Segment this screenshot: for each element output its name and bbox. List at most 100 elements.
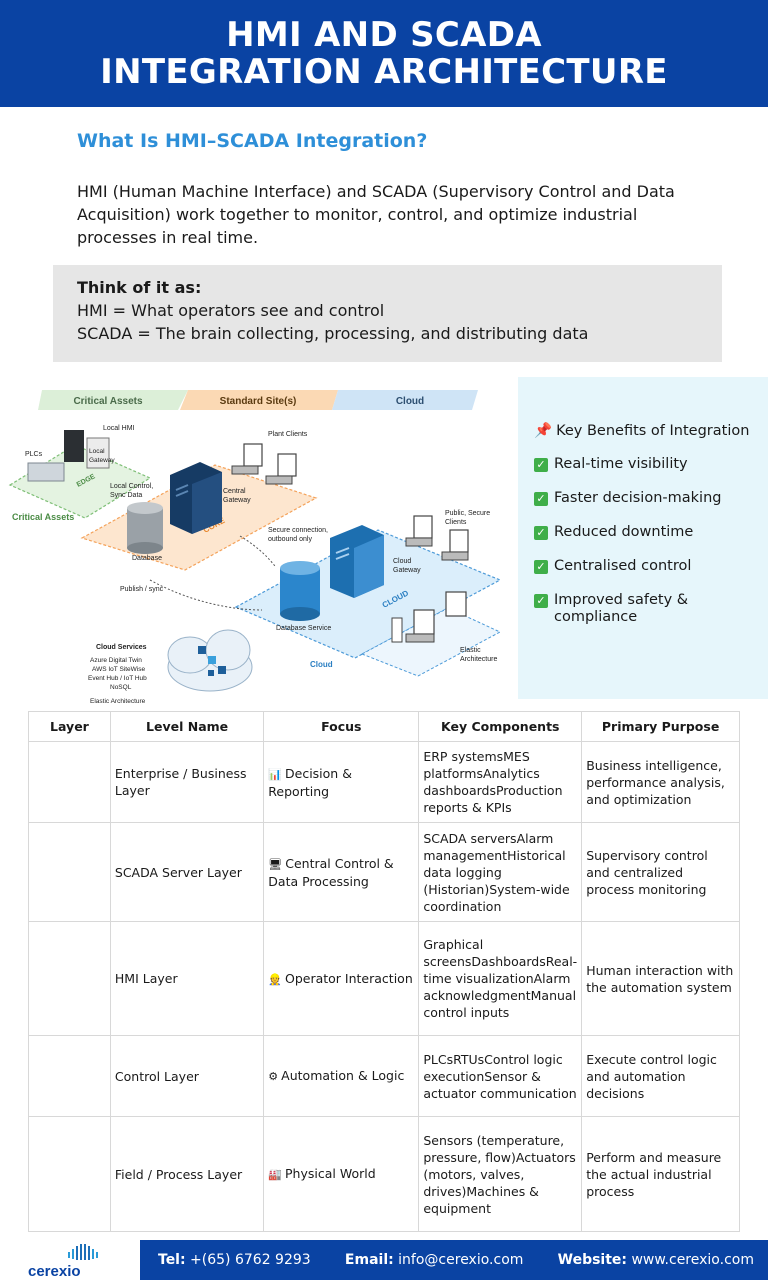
plant-clients-label: Plant Clients xyxy=(268,431,308,438)
central-gateway-label-1: Central xyxy=(223,488,246,495)
factory-icon: 🏭 xyxy=(268,1168,282,1181)
intro-paragraph: HMI (Human Machine Interface) and SCADA … xyxy=(77,182,675,247)
desktop-computer-icon: 🖥 xyxy=(268,857,283,871)
contact-bar: Tel: +(65) 6762 9293 Email: info@cerexio… xyxy=(140,1240,768,1280)
local-gateway-label-2: Gateway xyxy=(89,457,115,464)
cloud-services-icon xyxy=(167,629,253,692)
think-title: Think of it as: xyxy=(77,278,202,297)
central-gateway-server-icon xyxy=(170,462,222,534)
components-cell: Graphical screensDashboardsReal-time vis… xyxy=(418,921,583,1036)
pushpin-icon: 📌 xyxy=(534,423,553,439)
benefit-item: ✓Improved safety & compliance xyxy=(534,592,758,626)
footer: cerexio Tel: +(65) 6762 9293 Email: info… xyxy=(0,1240,768,1280)
tab-cloud xyxy=(332,390,478,410)
benefits-panel: 📌Key Benefits of Integration ✓Real-time … xyxy=(518,377,768,699)
tab-critical-assets xyxy=(38,390,188,410)
elastic-clients-icon xyxy=(391,591,467,643)
cloud-service-item: AWS IoT SiteWise xyxy=(92,666,145,673)
column-header: Level Name xyxy=(109,711,265,742)
gear-icon: ⚙ xyxy=(268,1070,279,1083)
think-line-scada: SCADA = The brain collecting, processing… xyxy=(77,324,589,343)
public-clients-label-2: Clients xyxy=(445,519,467,526)
phone-contact: Tel: +(65) 6762 9293 xyxy=(158,1252,311,1268)
cloud-bottom-label: Cloud xyxy=(310,660,333,669)
check-icon: ✓ xyxy=(534,526,548,540)
layers-table: Layer Level Name Focus Key Components Pr… xyxy=(28,711,740,1232)
database-label: Database xyxy=(132,555,162,562)
cerexio-logo: cerexio xyxy=(28,1244,98,1280)
components-cell: Sensors (temperature, pressure, flow)Act… xyxy=(418,1116,583,1232)
plcs-label: PLCs xyxy=(25,451,43,458)
public-clients-label-1: Public, Secure xyxy=(445,510,490,517)
cloud-services-title: Cloud Services xyxy=(96,644,147,651)
purpose-cell: Execute control logic and automation dec… xyxy=(581,1035,740,1117)
table-row: Enterprise / Business Layer 📊Decision & … xyxy=(28,741,740,823)
logo-mark-icon xyxy=(68,1244,98,1260)
benefit-item: ✓Centralised control xyxy=(534,558,758,575)
local-gateway-device xyxy=(86,437,110,469)
page-title: HMI AND SCADA INTEGRATION ARCHITECTURE xyxy=(100,14,668,92)
table-header-row: Layer Level Name Focus Key Components Pr… xyxy=(28,711,740,742)
column-header: Layer xyxy=(28,711,111,742)
layer-cell xyxy=(28,921,111,1036)
table-row: SCADA Server Layer 🖥Central Control & Da… xyxy=(28,822,740,922)
database-service-icon xyxy=(280,561,320,621)
cloud-service-item: Event Hub / IoT Hub xyxy=(88,675,147,682)
focus-cell: 🏭Physical World xyxy=(263,1116,420,1232)
construction-worker-icon: 👷 xyxy=(268,972,282,986)
elastic-label-2: Architecture xyxy=(460,656,497,663)
components-cell: ERP systemsMES platformsAnalytics dashbo… xyxy=(418,741,583,823)
cloud-service-item: Azure Digital Twin xyxy=(90,657,142,664)
tab-standard-label: Standard Site(s) xyxy=(220,396,297,407)
edge-platform xyxy=(8,444,152,519)
database-icon xyxy=(127,502,163,554)
table-row: HMI Layer 👷Operator Interaction Graphica… xyxy=(28,921,740,1036)
level-name-cell: Enterprise / Business Layer xyxy=(109,741,265,823)
purpose-cell: Human interaction with the automation sy… xyxy=(581,921,740,1036)
plc-rack xyxy=(27,462,65,482)
column-header: Key Components xyxy=(418,711,583,742)
elastic-label-1: Elastic xyxy=(460,647,481,654)
database-service-label: Database Service xyxy=(276,625,331,632)
layer-cell xyxy=(28,1116,111,1232)
secure-connection-label-1: Secure connection, xyxy=(268,527,328,534)
think-line-hmi: HMI = What operators see and control xyxy=(77,301,385,320)
publish-sync-label: Publish / sync xyxy=(120,586,164,593)
level-name-cell: Control Layer xyxy=(109,1035,265,1117)
public-clients-icon xyxy=(405,515,469,561)
layer-cell xyxy=(28,741,111,823)
email-contact: Email: info@cerexio.com xyxy=(344,1252,524,1268)
level-name-cell: SCADA Server Layer xyxy=(109,822,265,922)
cloud-services-footer: Elastic Architecture xyxy=(90,698,146,705)
level-name-cell: HMI Layer xyxy=(109,921,265,1036)
website-link[interactable]: www.cerexio.com xyxy=(631,1252,754,1268)
local-control-label-2: Sync Data xyxy=(110,492,142,499)
benefit-item: ✓Faster decision-making xyxy=(534,490,758,507)
local-control-label-1: Local Control, xyxy=(110,483,153,490)
cloud-gateway-label-2: Gateway xyxy=(393,567,421,574)
check-icon: ✓ xyxy=(534,458,548,472)
think-of-it-box: Think of it as: HMI = What operators see… xyxy=(53,265,722,362)
check-icon: ✓ xyxy=(534,560,548,574)
purpose-cell: Business intelligence, performance analy… xyxy=(581,741,740,823)
email-link[interactable]: info@cerexio.com xyxy=(398,1252,524,1268)
cloud-gateway-server-icon xyxy=(330,525,384,598)
central-gateway-label-2: Gateway xyxy=(223,497,251,504)
table-row: Field / Process Layer 🏭Physical World Se… xyxy=(28,1116,740,1232)
components-cell: SCADA serversAlarm managementHistorical … xyxy=(418,822,583,922)
page-header: HMI AND SCADA INTEGRATION ARCHITECTURE xyxy=(0,0,768,107)
check-icon: ✓ xyxy=(534,492,548,506)
benefit-item: ✓Reduced downtime xyxy=(534,524,758,541)
local-hmi-device xyxy=(64,430,84,462)
purpose-cell: Supervisory control and centralized proc… xyxy=(581,822,740,922)
phone-number[interactable]: +(65) 6762 9293 xyxy=(190,1252,311,1268)
focus-cell: 👷Operator Interaction xyxy=(263,921,420,1036)
logo-text: cerexio xyxy=(28,1263,81,1280)
check-icon: ✓ xyxy=(534,594,548,608)
website-contact: Website: www.cerexio.com xyxy=(557,1252,754,1268)
tab-critical-label: Critical Assets xyxy=(73,396,143,407)
focus-cell: 🖥Central Control & Data Processing xyxy=(263,822,420,922)
layer-cell xyxy=(28,1035,111,1117)
layer-cell xyxy=(28,822,111,922)
cloud-gateway-label-1: Cloud xyxy=(393,558,411,565)
